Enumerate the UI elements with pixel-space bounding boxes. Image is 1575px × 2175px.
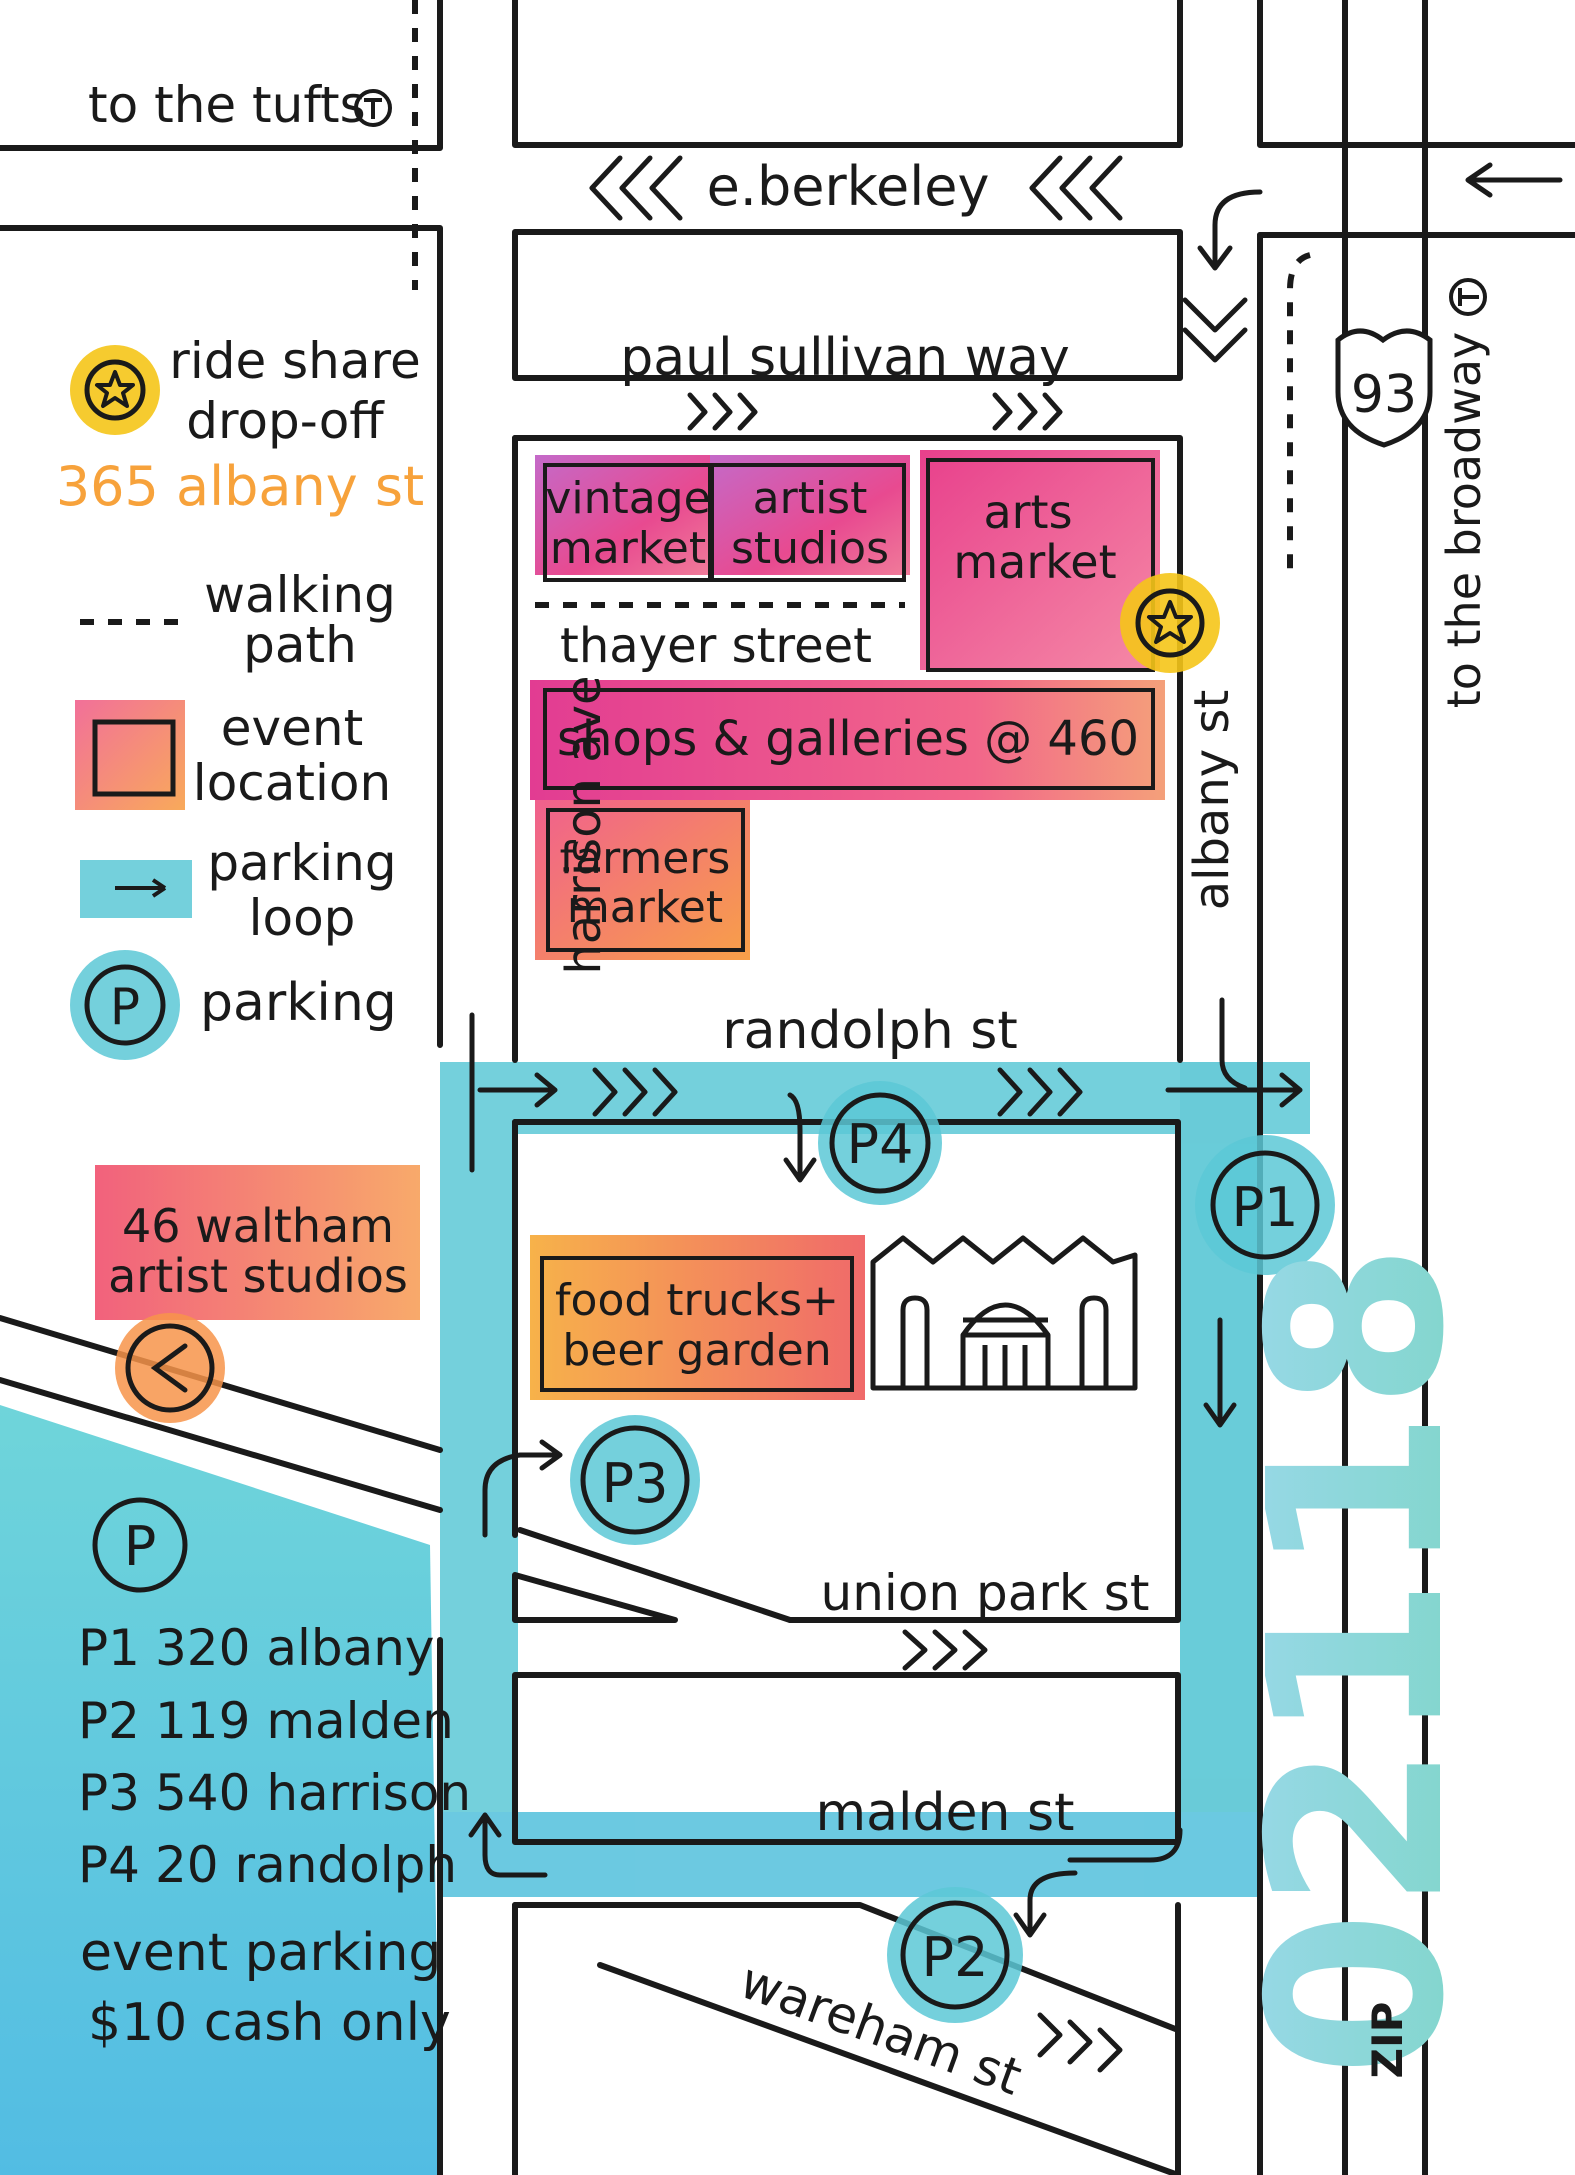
event-locations [95,450,1165,1400]
street-malden: malden st [816,1783,1075,1843]
street-thayer: thayer street [560,618,872,674]
legend-rideshare-line1: ride share [169,332,420,390]
farmers-market-line2: market [567,882,723,933]
p2-label: P2 [922,1926,989,1989]
zip-code-number: 02118 [1217,1243,1497,2078]
tufts-direction: to the tufts [88,76,366,134]
legend-event-line2: location [193,754,391,812]
legend-loop-line2: loop [249,889,356,947]
p3-label: P3 [602,1452,669,1515]
legend-walking-line1: walking [204,566,396,624]
street-harrison: harrison ave [556,675,612,974]
street-albany: albany st [1184,690,1240,911]
tufts-t-icon [354,89,392,127]
parking-note-line1: event parking [80,1923,441,1983]
parking-marker-p1[interactable]: P1 [1195,1135,1335,1275]
p1-label: P1 [1232,1176,1299,1239]
zip-label: ZIP [1363,2002,1412,2079]
lot-p2-address: 119 malden [155,1692,454,1750]
building-icon [870,1235,1138,1391]
rideshare-marker[interactable] [1120,573,1220,673]
lot-p1-address: 320 albany [155,1619,435,1677]
artist-studios-line1: artist [753,473,868,524]
highway-93-shield: 93 [1335,328,1433,448]
parking-marker-p4[interactable]: P4 [818,1081,942,1205]
legend-rideshare-line2: drop-off [186,392,385,450]
street-paul-sullivan: paul sullivan way [620,328,1070,388]
zip-code-badge: 02118 ZIP [1217,1243,1497,2079]
arts-market-line2: market [953,535,1116,589]
highway-93-label: 93 [1351,365,1417,425]
arts-market-line1: arts [983,485,1072,539]
legend-event-line1: event [221,699,363,757]
parking-loop-band [440,1062,1310,1897]
waltham-studios-line1: 46 waltham [122,1199,394,1253]
farmers-market-line1: farmers [560,833,731,884]
parking-note-line2: $10 cash only [88,1993,451,2053]
legend-loop-line1: parking [207,834,396,892]
star-icon [1147,600,1193,644]
parking-lot-list: P P1 320 albany P2 119 malden P3 540 har… [78,1497,471,2053]
vintage-market-line2: market [550,523,706,574]
legend-walking-line2: path [243,616,357,674]
waltham-studios-line2: artist studios [108,1249,408,1303]
parking-area-shade [0,1405,440,2175]
lot-p4-id: P4 [78,1836,140,1894]
lot-p1-id: P1 [78,1619,140,1677]
food-trucks-line2: beer garden [562,1325,831,1376]
street-union-park: union park st [821,1564,1150,1622]
traffic-chevrons [589,155,1248,2073]
shops-galleries-label: shops & galleries @ 460 [557,711,1139,767]
artist-studios-line2: studios [731,523,889,574]
lot-p3-id: P3 [78,1764,140,1822]
legend-parking-label: parking [200,973,397,1033]
lot-p3-address: 540 harrison [155,1764,471,1822]
loop-arrows [468,162,1563,1938]
legend-star-icon [95,370,135,408]
chevron-left-icon [150,1343,188,1393]
walking-paths [412,0,1311,608]
broadway-direction: to the broadway [1437,332,1491,709]
legend-p-symbol: P [110,978,140,1036]
street-randolph: randolph st [722,1001,1017,1061]
p4-label: P4 [847,1113,914,1176]
broadway-t-icon [1449,278,1487,316]
lot-p2-id: P2 [78,1692,140,1750]
lot-p4-address: 20 randolph [155,1836,457,1894]
legend-loop-arrow [115,878,167,898]
map-legend: ride share drop-off 365 albany st walkin… [56,332,424,1060]
parking-marker-p2[interactable]: P2 [887,1887,1023,2023]
food-trucks-line1: food trucks+ [555,1275,839,1326]
vintage-market-line1: vintage [545,473,710,524]
lot-list-p-symbol: P [124,1515,157,1578]
waltham-arrow-marker[interactable] [115,1313,225,1423]
parking-marker-p3[interactable]: P3 [570,1415,700,1545]
legend-rideshare-address: 365 albany st [56,455,424,518]
legend-event-swatch [92,719,176,797]
street-e-berkeley: e.berkeley [707,155,990,218]
